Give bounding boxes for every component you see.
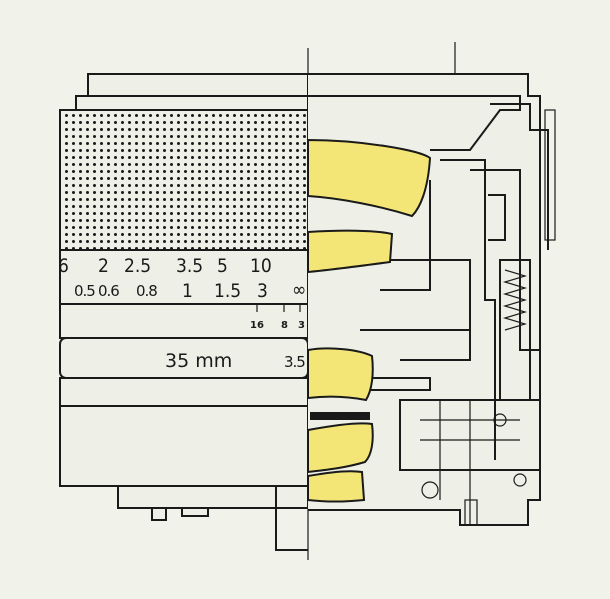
- feet-scale-6: 6: [58, 255, 69, 277]
- rear-barrel: [59, 405, 309, 487]
- front-lens-element: [307, 138, 432, 218]
- third-lens-element: [307, 347, 374, 402]
- mount-flange: [117, 485, 309, 509]
- mount-pin: [151, 507, 167, 521]
- mid-barrel: [59, 377, 309, 407]
- fourth-lens-element: [307, 422, 374, 474]
- dof-mark-16: 16: [250, 320, 264, 331]
- infinity-mark: ∞: [292, 279, 306, 301]
- aperture-lever: [275, 486, 308, 551]
- dof-mark-8: 8: [281, 320, 288, 331]
- mount-tab: [181, 507, 209, 517]
- meter-scale-0-5: 0.5: [74, 282, 95, 300]
- helicoid-thread: [502, 269, 528, 331]
- front-ring: [75, 95, 309, 111]
- meter-scale-3: 3: [257, 280, 268, 302]
- feet-scale-10: 10: [250, 255, 272, 277]
- lens-exterior-half: 6 2 2.5 3.5 5 10 0.5 0.6 0.8 1 1.5 3 ∞ 1…: [58, 73, 309, 551]
- aperture-diaphragm: [310, 412, 370, 420]
- feet-scale-2-5: 2.5: [124, 255, 151, 277]
- focus-ring-knurled-grip: [59, 109, 309, 251]
- lens-cross-section-half: [307, 73, 556, 526]
- meter-scale-0-6: 0.6: [98, 282, 119, 300]
- feet-scale-2: 2: [98, 255, 109, 277]
- dof-mark-3: 3: [298, 320, 305, 331]
- rear-lens-element: [307, 470, 366, 503]
- feet-scale-5: 5: [217, 255, 228, 277]
- meter-scale-1-5: 1.5: [214, 280, 241, 302]
- feet-scale-3-5: 3.5: [176, 255, 203, 277]
- distance-scale-ring: [59, 249, 309, 305]
- side-scale-strip: [544, 109, 556, 241]
- meter-scale-0-8: 0.8: [136, 282, 157, 300]
- focal-length-label: 35 mm: [165, 350, 232, 372]
- second-lens-element: [307, 229, 394, 274]
- meter-scale-1: 1: [182, 280, 193, 302]
- max-aperture-label: 3.5: [284, 353, 305, 371]
- front-rim: [87, 73, 309, 97]
- depth-of-field-ring: [59, 303, 309, 339]
